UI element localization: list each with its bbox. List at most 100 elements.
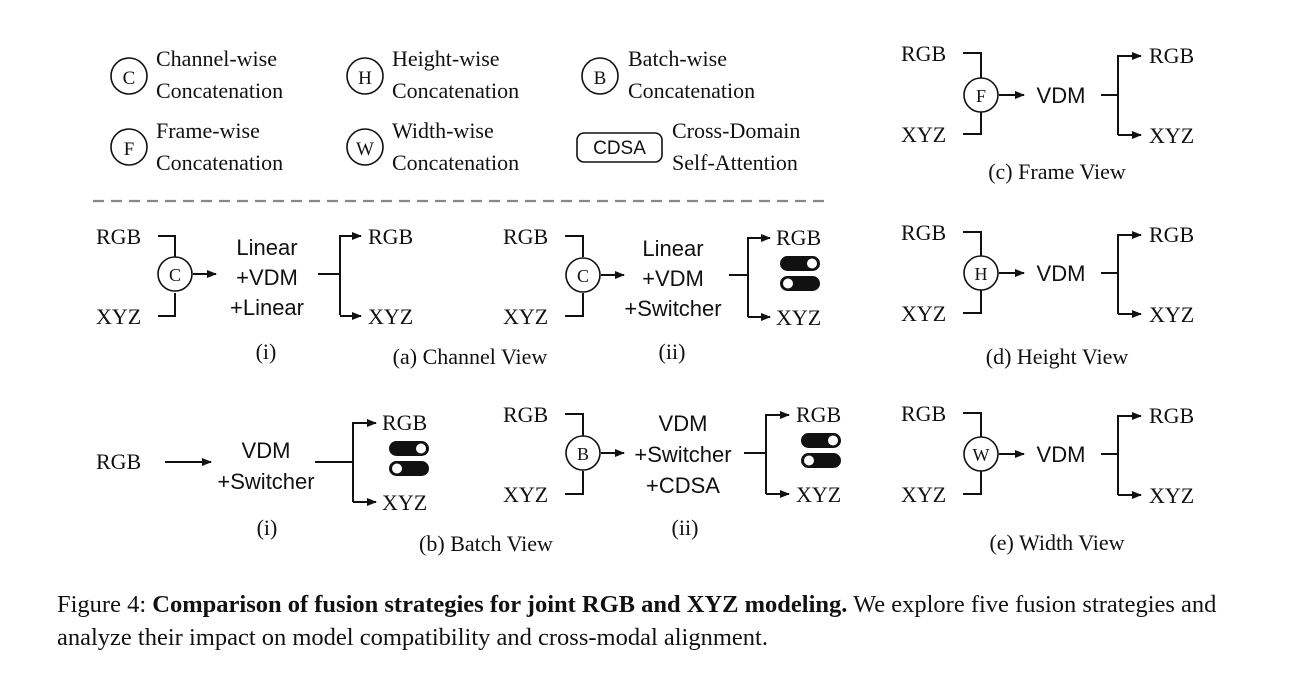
- xyz-input-label: XYZ: [901, 301, 946, 326]
- batch-view-i: RGB VDM +Switcher RGB XYZ (i): [96, 410, 429, 540]
- xyz-input-label: XYZ: [503, 482, 548, 507]
- channel-view-ii: RGB XYZ C Linear +VDM +Switcher RGB XYZ …: [503, 224, 821, 364]
- switcher-toggle-icon: [801, 433, 841, 468]
- width-concat-letter: W: [356, 139, 374, 160]
- xyz-input-wire: [158, 293, 176, 317]
- caption-body: We explore five fusion strategies and an…: [57, 591, 1217, 651]
- switcher-toggle-icon: [780, 256, 820, 291]
- xyz-input-wire: [565, 471, 584, 495]
- legend-channel-line2: Concatenation: [156, 78, 283, 103]
- frame-concat-node: [963, 77, 999, 113]
- xyz-input-label: XYZ: [503, 304, 548, 329]
- rgb-input-label: RGB: [901, 401, 946, 426]
- width-view: RGB XYZ W VDM RGB XYZ (e) Width View: [901, 401, 1194, 555]
- sub-tag-i: (i): [256, 339, 277, 364]
- model-line1: VDM: [242, 438, 291, 463]
- channel-concat-node: [565, 257, 601, 293]
- batch-concat-node: [565, 435, 601, 471]
- model-line3: +Switcher: [624, 296, 721, 321]
- switcher-toggle-icon: [389, 441, 429, 476]
- legend-frame: F Frame-wise Concatenation: [110, 118, 283, 175]
- height-concat-node: [963, 255, 999, 291]
- sub-tag-i: (i): [257, 515, 278, 540]
- batch-concat-symbol: [581, 57, 619, 95]
- rgb-input-wire: [963, 412, 982, 437]
- frame-view: RGB XYZ F VDM RGB XYZ (c) Frame View: [901, 41, 1194, 184]
- legend-height-line2: Concatenation: [392, 78, 519, 103]
- rgb-output-label: RGB: [796, 402, 841, 427]
- rgb-input-label: RGB: [503, 402, 548, 427]
- caption-bold-title: Comparison of fusion strategies for join…: [152, 591, 848, 618]
- rgb-input-wire: [963, 231, 982, 256]
- xyz-output-label: XYZ: [796, 482, 841, 507]
- xyz-input-wire: [565, 293, 584, 317]
- batch-view-ii: RGB XYZ B VDM +Switcher +CDSA RGB XYZ (i…: [503, 402, 841, 540]
- cdsa-symbol-text: CDSA: [593, 138, 646, 159]
- xyz-output-label: XYZ: [1149, 123, 1194, 148]
- frame-concat-symbol: [110, 128, 148, 166]
- height-concat-symbol: [346, 57, 384, 95]
- sub-tag-ii: (ii): [659, 339, 686, 364]
- legend-batch-line1: Batch-wise: [628, 46, 727, 71]
- rgb-input-label: RGB: [96, 449, 141, 474]
- rgb-input-wire: [158, 235, 176, 257]
- batch-view-title: (b) Batch View: [419, 531, 553, 556]
- xyz-input-label: XYZ: [901, 482, 946, 507]
- channel-view: RGB XYZ C Linear +VDM +Linear RGB XYZ (i…: [96, 224, 821, 369]
- rgb-input-wire: [963, 52, 982, 78]
- legend-frame-line1: Frame-wise: [156, 118, 260, 143]
- legend: C Channel-wise Concatenation H Height-wi…: [110, 46, 800, 175]
- rgb-input-wire: [565, 413, 584, 436]
- xyz-input-wire: [963, 112, 982, 135]
- rgb-output-label: RGB: [1149, 43, 1194, 68]
- legend-height: H Height-wise Concatenation: [346, 46, 519, 103]
- height-view-title: (d) Height View: [986, 344, 1129, 369]
- width-concat-node: [963, 436, 999, 472]
- legend-width-line1: Width-wise: [392, 118, 494, 143]
- legend-width: W Width-wise Concatenation: [346, 118, 519, 175]
- legend-channel-line1: Channel-wise: [156, 46, 277, 71]
- rgb-input-wire: [565, 235, 584, 257]
- frame-concat-node-letter: F: [976, 86, 986, 106]
- xyz-output-label: XYZ: [382, 490, 427, 515]
- batch-view: RGB VDM +Switcher RGB XYZ (i) RGB XYZ: [96, 402, 841, 556]
- rgb-output-label: RGB: [776, 225, 821, 250]
- model-line1: VDM: [659, 411, 708, 436]
- height-concat-letter: H: [358, 68, 372, 89]
- channel-view-title: (a) Channel View: [393, 344, 548, 369]
- model-line2: +VDM: [642, 266, 704, 291]
- figure-caption: Figure 4: Comparison of fusion strategie…: [57, 588, 1257, 654]
- model-label: VDM: [1037, 261, 1086, 286]
- channel-concat-symbol: [110, 57, 148, 95]
- width-concat-node-letter: W: [973, 445, 990, 465]
- batch-concat-node-letter: B: [577, 444, 589, 464]
- legend-batch: B Batch-wise Concatenation: [581, 46, 755, 103]
- xyz-input-wire: [963, 471, 982, 495]
- xyz-output-label: XYZ: [1149, 302, 1194, 327]
- legend-cdsa: CDSA Cross-Domain Self-Attention: [576, 118, 800, 175]
- width-concat-symbol: [346, 128, 384, 166]
- channel-concat-node-letter: C: [169, 265, 181, 285]
- legend-channel: C Channel-wise Concatenation: [110, 46, 283, 103]
- legend-cdsa-line1: Cross-Domain: [672, 118, 800, 143]
- xyz-input-wire: [963, 290, 982, 314]
- model-line3: +Linear: [230, 295, 304, 320]
- batch-concat-letter: B: [594, 68, 607, 89]
- rgb-input-label: RGB: [503, 224, 548, 249]
- channel-concat-letter: C: [123, 68, 136, 89]
- rgb-output-label: RGB: [382, 410, 427, 435]
- model-line2: +Switcher: [217, 469, 314, 494]
- rgb-output-label: RGB: [1149, 403, 1194, 428]
- height-concat-node-letter: H: [975, 264, 988, 284]
- legend-width-line2: Concatenation: [392, 150, 519, 175]
- rgb-output-label: RGB: [1149, 222, 1194, 247]
- model-line1: Linear: [642, 236, 703, 261]
- xyz-output-label: XYZ: [368, 304, 413, 329]
- channel-view-i: RGB XYZ C Linear +VDM +Linear RGB XYZ (i…: [96, 224, 413, 364]
- model-label: VDM: [1037, 442, 1086, 467]
- model-line2: +Switcher: [634, 442, 731, 467]
- legend-height-line1: Height-wise: [392, 46, 500, 71]
- xyz-input-label: XYZ: [96, 304, 141, 329]
- model-label: VDM: [1037, 83, 1086, 108]
- width-view-title: (e) Width View: [989, 530, 1124, 555]
